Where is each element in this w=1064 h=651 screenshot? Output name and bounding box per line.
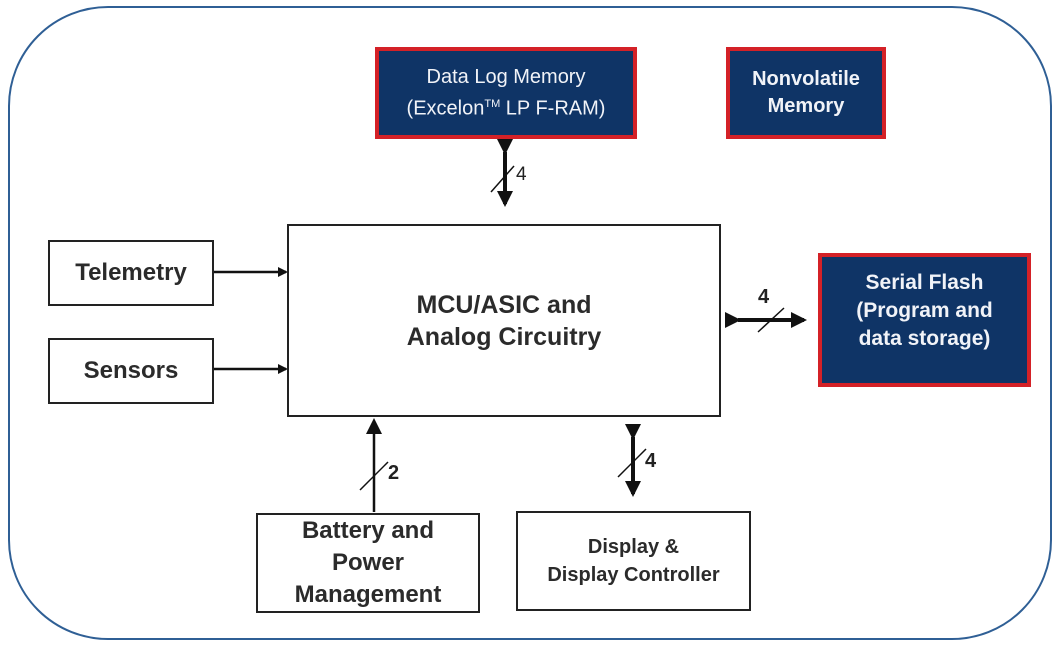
- mcu-line2: Analog Circuitry: [406, 322, 602, 351]
- system-boundary-frame: [8, 6, 1052, 640]
- sensors-label: Sensors: [83, 357, 179, 384]
- telemetry-label: Telemetry: [75, 259, 187, 286]
- serial-flash-line1: Serial Flash: [865, 271, 984, 294]
- data-log-memory-block: Data Log Memory (ExcelonTM LP F-RAM): [375, 47, 637, 139]
- data-log-bus-slash: [490, 165, 515, 193]
- battery-bus-width-label: 2: [388, 462, 400, 484]
- battery-line2: Power: [331, 549, 405, 576]
- battery-line1: Battery and: [301, 517, 435, 544]
- data-log-memory-line2: (ExcelonTM LP F-RAM): [406, 97, 606, 120]
- serial-flash-block: Serial Flash (Program and data storage): [818, 253, 1031, 387]
- display-bus-slash: [617, 448, 647, 478]
- nonvolatile-memory-block: Nonvolatile Memory: [726, 47, 886, 139]
- battery-power-block: Battery and Power Management: [256, 513, 480, 613]
- data-log-memory-line1: Data Log Memory: [426, 65, 586, 88]
- battery-line3: Management: [294, 581, 442, 608]
- sensors-block: Sensors: [48, 338, 214, 404]
- serial-flash-bus-width-label: 4: [758, 286, 770, 308]
- mcu-line1: MCU/ASIC and: [416, 290, 592, 319]
- nonvolatile-memory-line1: Nonvolatile: [752, 68, 860, 90]
- display-line2: Display Controller: [547, 564, 720, 586]
- battery-bus-slash: [359, 461, 389, 491]
- serial-flash-line2: (Program and: [856, 299, 993, 322]
- telemetry-block: Telemetry: [48, 240, 214, 306]
- nonvolatile-memory-line2: Memory: [767, 95, 845, 117]
- display-bus-width-label: 4: [645, 450, 657, 472]
- display-block: Display & Display Controller: [516, 511, 751, 611]
- mcu-block: MCU/ASIC and Analog Circuitry: [287, 224, 721, 417]
- serial-flash-line3: data storage): [858, 327, 991, 350]
- display-line1: Display &: [587, 536, 680, 558]
- data-log-bus-width-label: 4: [516, 164, 527, 185]
- serial-flash-bus-slash: [757, 307, 785, 333]
